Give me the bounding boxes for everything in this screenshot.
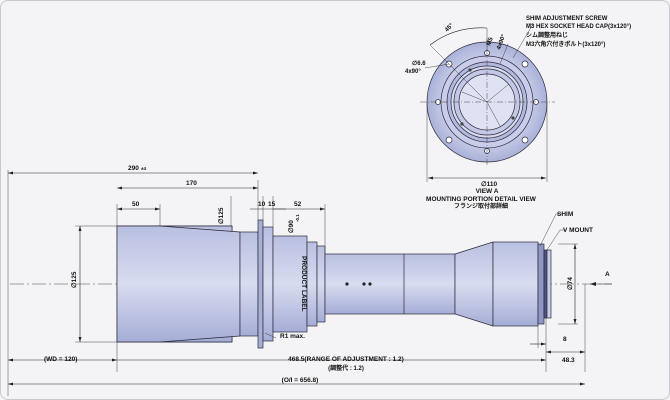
view-a-shim-screw-jp-2: M3六角穴付きボルト(3x120°): [526, 40, 605, 48]
shim-label: SHIM: [557, 211, 573, 218]
view-a-subtitle-jp: フランジ取付部詳細: [454, 202, 508, 210]
view-a-angle-45: 45°: [444, 22, 455, 33]
dim-290-tol: ±4: [141, 166, 146, 171]
product-label: PRODUCT LABEL: [300, 256, 307, 312]
r1-max: R1 max.: [280, 333, 305, 340]
dim-170: 170: [186, 180, 197, 187]
dim-range-jp: (調整代 : 1.2): [328, 364, 364, 372]
dim-10: 10: [258, 201, 266, 208]
view-a-arrow-label: A: [605, 271, 610, 278]
dim-15: 15: [268, 201, 276, 208]
bolt-holes: [435, 50, 539, 154]
v-mount-label: V MOUNT: [563, 227, 593, 234]
view-a-title: VIEW A: [476, 188, 499, 195]
view-a-shim-screw-en-1: SHIM ADJUSTMENT SCREW: [526, 16, 608, 22]
dim-90-tol: -0.1: [295, 214, 300, 222]
dim-52: 52: [294, 201, 302, 208]
dim-90: ∅90: [287, 220, 295, 233]
dim-oi: (O/I = 656.8): [282, 377, 319, 384]
view-a-subtitle: MOUNTING PORTION DETAIL VIEW: [426, 196, 537, 203]
dim-125-left: ∅125: [70, 271, 78, 288]
lens-body: [10, 219, 612, 349]
view-a-shim-screw-en-2: M3 HEX SOCKET HEAD CAP(3x120°): [526, 24, 631, 30]
view-a-holes-4x90: 4x90°: [405, 69, 421, 75]
dim-8: 8: [563, 336, 567, 343]
view-a-dia-110: ∅110: [481, 180, 498, 188]
view-a-m5-4x90: 4x90°: [496, 33, 507, 50]
view-a-flange: [420, 23, 555, 182]
dim-74: ∅74: [566, 277, 574, 290]
view-a-m5: M5: [486, 36, 495, 47]
view-a-dia-66: ∅6.6: [412, 60, 426, 67]
extension-lines: [7, 170, 586, 396]
dim-range: 468.5(RANGE OF ADJUSTMENT : 1.2): [288, 356, 404, 363]
dim-290: 290: [128, 165, 139, 172]
dim-50: 50: [132, 201, 140, 208]
dimension-lines: [8, 171, 612, 386]
dim-48-3: 48.3: [562, 357, 575, 364]
dim-125-top: ∅125: [217, 207, 225, 224]
view-a-shim-screw-jp-1: シム調整用ねじ: [526, 31, 568, 39]
dim-wd: (WD = 120): [44, 356, 77, 363]
